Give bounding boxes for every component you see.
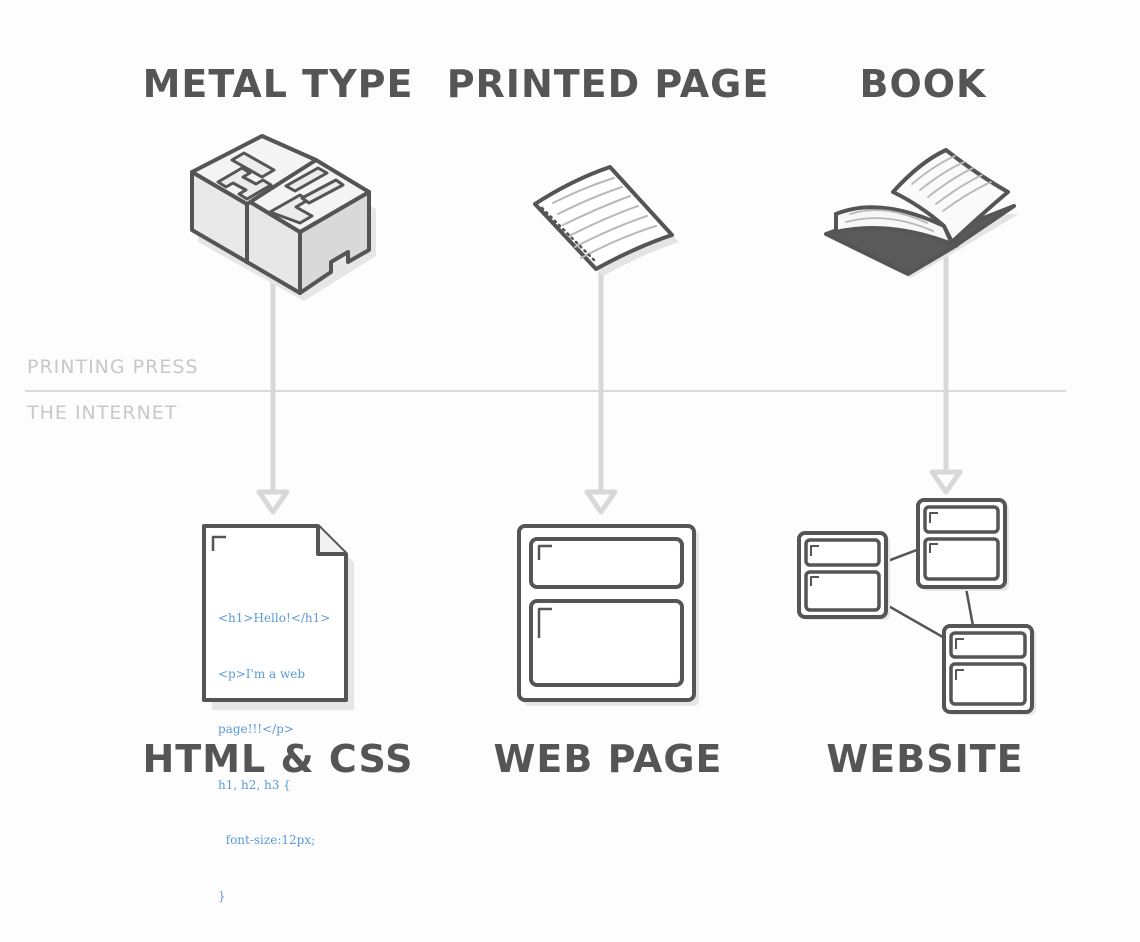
website-title: WEBSITE: [826, 737, 1024, 781]
code-line: <p>I'm a web: [218, 666, 306, 681]
book-title: BOOK: [859, 62, 987, 106]
arrow-metal-to-html: [256, 270, 290, 515]
arrow-book-to-website: [929, 245, 963, 495]
arrow-page-to-webpage: [584, 258, 618, 515]
metal-type-icon: [190, 134, 376, 301]
diagram: METAL TYPE PRINTED PAGE BOOK PRINTING PR…: [25, 62, 1066, 903]
metal-type-title: METAL TYPE: [142, 62, 414, 106]
website-page-left: [797, 531, 890, 620]
code-line: <h1>Hello!</h1>: [218, 611, 331, 625]
printed-page-title: PRINTED PAGE: [446, 62, 770, 106]
code-line: font-size:12px;: [218, 833, 316, 847]
html-css-title: HTML & CSS: [142, 737, 414, 781]
website-page-bottom: [942, 624, 1036, 715]
code-line: h1, h2, h3 {: [218, 777, 291, 792]
website-page-top: [916, 498, 1009, 591]
code-line: page!!!</p>: [218, 722, 294, 736]
diagram-graphics: [25, 134, 1066, 715]
era-label-printing-press: PRINTING PRESS: [27, 356, 199, 378]
book-icon: [824, 148, 1019, 278]
web-page-icon: [517, 524, 699, 706]
code-line: }: [218, 888, 226, 903]
html-document-icon: [202, 524, 354, 710]
website-icon: [797, 498, 1036, 715]
era-label-the-internet: THE INTERNET: [27, 402, 178, 424]
printed-page-icon: [533, 165, 679, 276]
web-page-title: WEB PAGE: [493, 737, 723, 781]
